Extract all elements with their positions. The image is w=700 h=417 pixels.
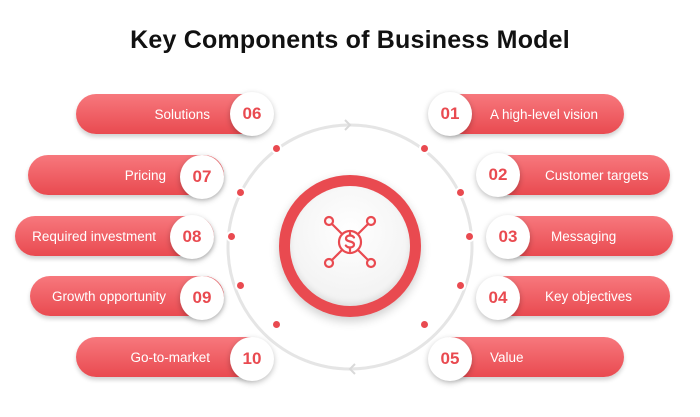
- center-hub-inner: [290, 186, 410, 306]
- component-label: Required investment: [32, 228, 156, 244]
- connector-dot: [466, 233, 473, 240]
- diagram-title: Key Components of Business Model: [130, 26, 570, 54]
- connector-dot: [457, 282, 464, 289]
- dollar-network-icon: [323, 215, 377, 269]
- component-label: Growth opportunity: [51, 288, 166, 304]
- component-label: Solutions: [154, 106, 210, 122]
- component-number-badge: 06: [230, 92, 274, 136]
- component-number-badge: 02: [476, 153, 520, 197]
- component-pill-04: Key objectives: [487, 276, 670, 316]
- connector-dot: [237, 189, 244, 196]
- component-label: Go-to-market: [130, 349, 210, 365]
- component-label: Value: [490, 349, 524, 365]
- component-number-badge: 05: [428, 337, 472, 381]
- component-number-badge: 01: [428, 92, 472, 136]
- connector-dot: [273, 145, 280, 152]
- component-number-badge: 03: [486, 215, 530, 259]
- component-label: Pricing: [124, 167, 166, 183]
- connector-dot: [421, 145, 428, 152]
- component-number-badge: 04: [476, 276, 520, 320]
- component-number-badge: 09: [180, 276, 224, 320]
- component-label: A high-level vision: [490, 106, 599, 122]
- component-label: Key objectives: [545, 288, 633, 304]
- connector-dot: [273, 321, 280, 328]
- component-label: Messaging: [551, 228, 617, 244]
- connector-dot: [237, 282, 244, 289]
- component-label: Customer targets: [545, 167, 649, 183]
- component-number-badge: 07: [180, 155, 224, 199]
- connector-dot: [228, 233, 235, 240]
- center-hub: [279, 175, 421, 317]
- component-number-badge: 10: [230, 337, 274, 381]
- connector-dot: [421, 321, 428, 328]
- component-number-badge: 08: [170, 215, 214, 259]
- connector-dot: [457, 189, 464, 196]
